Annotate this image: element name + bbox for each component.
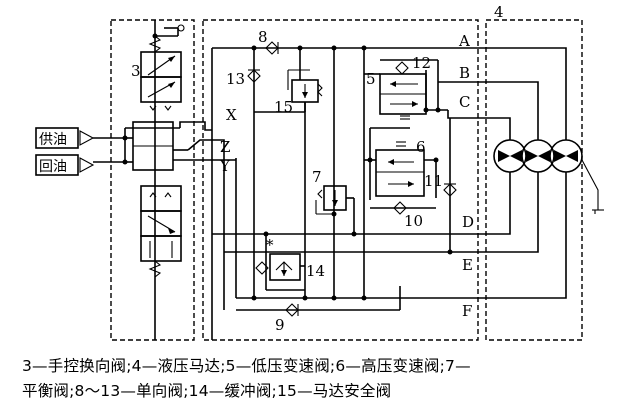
- low-pressure-speed-valve-5: [364, 59, 448, 120]
- supply-port: 供油: [35, 127, 125, 149]
- label-F: F: [462, 302, 472, 320]
- check-valve-11: [443, 118, 457, 255]
- valve-3-boundary: [110, 19, 195, 341]
- buffer-valve-14: *: [255, 231, 305, 291]
- figure-caption: 3—手控换向阀;4—液压马达;5—低压变速阀;6—高压变速阀;7— 平衡阀;8～…: [22, 354, 622, 404]
- check-valve-13: [247, 45, 261, 298]
- label-8: 8: [258, 28, 268, 46]
- caption-line-2: 平衡阀;8～13—单向阀;14—缓冲阀;15—马达安全阀: [22, 382, 392, 400]
- label-D: D: [462, 213, 474, 231]
- motor-4-boundary: [485, 19, 583, 341]
- label-10: 10: [404, 212, 423, 230]
- label-X: X: [226, 106, 237, 124]
- label-9: 9: [275, 316, 285, 334]
- return-label: 回油: [39, 159, 67, 175]
- label-15: 15: [274, 98, 293, 116]
- check-valve-9: [285, 303, 299, 317]
- valve-block-boundary: [202, 19, 479, 341]
- high-pressure-speed-valve-6: [364, 127, 439, 215]
- label-B: B: [459, 64, 470, 82]
- svg-text:*: *: [266, 236, 274, 254]
- supply-label: 供油: [39, 132, 67, 148]
- label-E: E: [462, 256, 473, 274]
- label-6: 6: [416, 138, 426, 156]
- label-13: 13: [226, 70, 245, 88]
- label-11: 11: [424, 172, 443, 190]
- label-Z: Z: [220, 138, 230, 156]
- check-valve-8: [265, 41, 279, 55]
- label-12: 12: [412, 54, 431, 72]
- main-rails: [187, 47, 500, 340]
- line-C: [447, 110, 488, 119]
- label-Y: Y: [219, 157, 231, 175]
- label-5: 5: [366, 70, 376, 88]
- label-14: 14: [306, 262, 325, 280]
- line-X: [179, 121, 212, 131]
- return-port: 回油: [35, 154, 125, 176]
- label-A: A: [458, 32, 470, 50]
- label-C: C: [459, 93, 470, 111]
- label-4: 4: [494, 3, 504, 21]
- hydraulic-motor-4: [488, 47, 604, 299]
- caption-line-1: 3—手控换向阀;4—液压马达;5—低压变速阀;6—高压变速阀;7—: [22, 357, 471, 375]
- label-3: 3: [131, 62, 141, 80]
- balance-valve-7: [315, 185, 357, 237]
- label-7: 7: [312, 168, 322, 186]
